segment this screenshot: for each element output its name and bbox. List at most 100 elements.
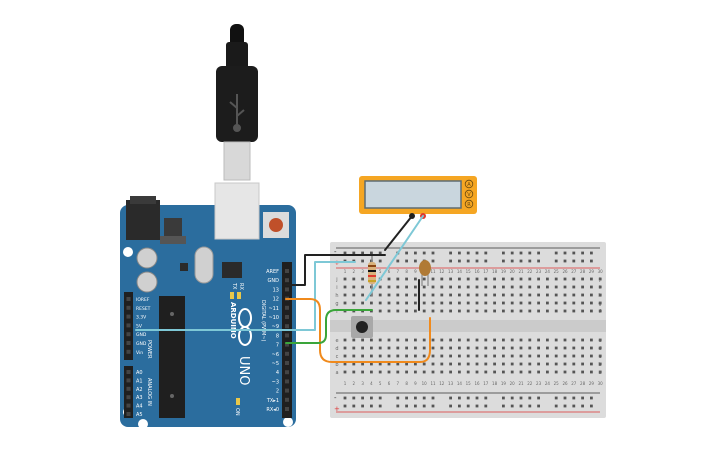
breadboard-hole[interactable]: [537, 285, 540, 289]
breadboard-rail-hole[interactable]: [352, 404, 356, 408]
breadboard-hole[interactable]: [440, 346, 444, 350]
breadboard-hole[interactable]: [484, 338, 488, 342]
breadboard-rail-hole[interactable]: [352, 251, 356, 255]
breadboard-rail-hole[interactable]: [528, 396, 532, 400]
breadboard-hole[interactable]: [510, 277, 514, 281]
breadboard-rail-hole[interactable]: [458, 404, 461, 408]
breadboard-hole[interactable]: [563, 354, 567, 358]
breadboard-rail-hole[interactable]: [361, 396, 364, 400]
breadboard-hole[interactable]: [405, 354, 408, 358]
breadboard-hole[interactable]: [554, 338, 558, 342]
breadboard-hole[interactable]: [563, 370, 567, 374]
digital-pin-hole[interactable]: [285, 324, 289, 329]
breadboard-hole[interactable]: [440, 301, 444, 305]
breadboard-hole[interactable]: [484, 346, 488, 350]
breadboard-hole[interactable]: [475, 301, 479, 305]
breadboard-hole[interactable]: [519, 354, 523, 358]
breadboard-hole[interactable]: [396, 346, 400, 350]
breadboard-hole[interactable]: [378, 362, 382, 366]
breadboard-hole[interactable]: [598, 277, 602, 281]
breadboard-hole[interactable]: [352, 301, 356, 305]
breadboard-rail-hole[interactable]: [431, 396, 435, 400]
breadboard-hole[interactable]: [414, 277, 417, 281]
breadboard-hole[interactable]: [546, 301, 549, 305]
breadboard-hole[interactable]: [528, 301, 532, 305]
breadboard-hole[interactable]: [590, 338, 593, 342]
breadboard-hole[interactable]: [449, 354, 452, 358]
breadboard-hole[interactable]: [405, 277, 408, 281]
reset-button[interactable]: [269, 218, 283, 232]
breadboard-rail-hole[interactable]: [466, 251, 470, 255]
breadboard-hole[interactable]: [519, 370, 523, 374]
breadboard-hole[interactable]: [546, 277, 549, 281]
breadboard-hole[interactable]: [431, 354, 435, 358]
breadboard-hole[interactable]: [361, 338, 364, 342]
breadboard-hole[interactable]: [378, 354, 382, 358]
breadboard-rail-hole[interactable]: [370, 404, 373, 408]
breadboard-hole[interactable]: [343, 338, 347, 342]
breadboard-rail-hole[interactable]: [581, 404, 584, 408]
digital-pin-hole[interactable]: [285, 278, 289, 283]
breadboard-rail-hole[interactable]: [502, 251, 505, 255]
digital-pin-hole[interactable]: [285, 407, 289, 411]
breadboard-hole[interactable]: [554, 362, 558, 366]
breadboard-hole[interactable]: [431, 293, 435, 297]
breadboard-hole[interactable]: [405, 346, 408, 350]
wire-black-gnd[interactable]: [285, 254, 386, 286]
breadboard-hole[interactable]: [466, 285, 470, 289]
breadboard-hole[interactable]: [581, 293, 584, 297]
breadboard-hole[interactable]: [546, 309, 549, 313]
breadboard-rail-hole[interactable]: [422, 251, 426, 255]
breadboard-hole[interactable]: [431, 346, 435, 350]
power-pin-hole[interactable]: [126, 349, 131, 354]
breadboard-hole[interactable]: [405, 338, 408, 342]
breadboard-hole[interactable]: [598, 370, 602, 374]
multimeter-mode-buttons[interactable]: AVR: [464, 179, 474, 209]
breadboard-hole[interactable]: [466, 370, 470, 374]
breadboard-hole[interactable]: [458, 301, 461, 305]
breadboard-hole[interactable]: [387, 346, 391, 350]
breadboard-hole[interactable]: [343, 301, 347, 305]
breadboard-rail-hole[interactable]: [475, 396, 479, 400]
breadboard-hole[interactable]: [422, 301, 426, 305]
breadboard-hole[interactable]: [537, 346, 540, 350]
multimeter[interactable]: AVR: [359, 176, 477, 219]
breadboard-rail-hole[interactable]: [528, 404, 532, 408]
breadboard-hole[interactable]: [387, 370, 391, 374]
breadboard-hole[interactable]: [581, 309, 584, 313]
breadboard-hole[interactable]: [581, 354, 584, 358]
breadboard-hole[interactable]: [590, 346, 593, 350]
breadboard-hole[interactable]: [431, 285, 435, 289]
breadboard-hole[interactable]: [510, 346, 514, 350]
wire-green-pin8[interactable]: [285, 309, 373, 344]
power-pin-hole[interactable]: [126, 332, 131, 337]
breadboard-hole[interactable]: [458, 277, 461, 281]
breadboard-hole[interactable]: [537, 338, 540, 342]
breadboard-rail-hole[interactable]: [361, 259, 364, 263]
digital-pin-hole[interactable]: [285, 333, 289, 338]
breadboard-rail-hole[interactable]: [352, 396, 356, 400]
breadboard-hole[interactable]: [563, 285, 567, 289]
breadboard-hole[interactable]: [493, 301, 496, 305]
breadboard-hole[interactable]: [387, 309, 391, 313]
breadboard-rail-hole[interactable]: [554, 404, 558, 408]
wire-cyan-5v[interactable]: [135, 261, 356, 331]
breadboard-hole[interactable]: [387, 293, 391, 297]
wire-cyan-meter-v[interactable]: [365, 215, 424, 301]
breadboard-hole[interactable]: [466, 293, 470, 297]
analog-pin-hole[interactable]: [126, 370, 131, 374]
breadboard-hole[interactable]: [449, 370, 452, 374]
analog-pin-hole[interactable]: [126, 386, 131, 391]
breadboard-rail-hole[interactable]: [563, 404, 567, 408]
breadboard-hole[interactable]: [458, 309, 461, 313]
breadboard-rail-hole[interactable]: [510, 259, 514, 263]
breadboard-hole[interactable]: [590, 277, 593, 281]
breadboard-hole[interactable]: [352, 346, 356, 350]
breadboard-rail-hole[interactable]: [414, 404, 417, 408]
digital-pin-hole[interactable]: [285, 305, 289, 310]
breadboard-rail-hole[interactable]: [590, 251, 593, 255]
breadboard-hole[interactable]: [440, 370, 444, 374]
breadboard-hole[interactable]: [546, 293, 549, 297]
pushbutton[interactable]: [351, 316, 373, 338]
